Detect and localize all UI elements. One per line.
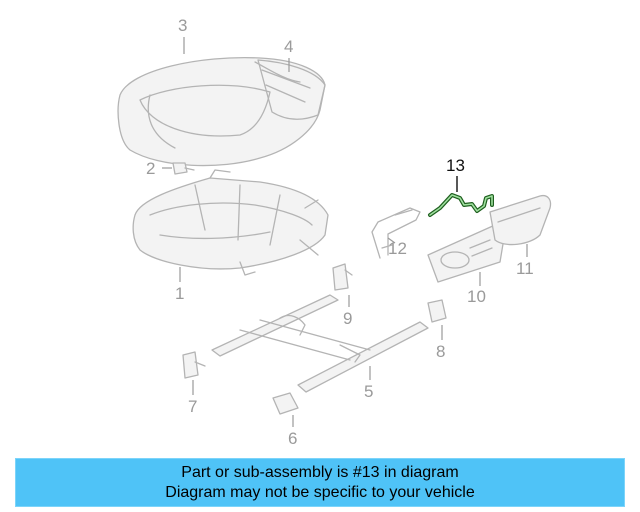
callout-5: 5 — [364, 382, 374, 401]
banner-line-part-number: Part or sub-assembly is #13 in diagram — [181, 463, 459, 481]
wire-part-12 — [371, 207, 421, 259]
callout-4: 4 — [284, 37, 294, 56]
seat-track-part-5 — [211, 294, 429, 393]
seat-cushion-cover-part-4 — [257, 59, 326, 120]
bracket-part-9 — [332, 263, 353, 291]
callout-10: 10 — [467, 287, 486, 306]
callout-1: 1 — [175, 284, 185, 303]
callout-11: 11 — [516, 259, 534, 278]
diagram-drawing — [117, 37, 552, 427]
leader-lines — [162, 37, 528, 427]
callout-12: 12 — [388, 239, 407, 258]
wiring-harness-part-13 — [428, 193, 494, 217]
callout-8: 8 — [436, 342, 446, 361]
cap-part-8 — [427, 299, 447, 323]
switch-panel-part-10 — [427, 224, 506, 283]
callout-13-highlighted: 13 — [446, 156, 465, 175]
callout-2: 2 — [146, 159, 156, 178]
info-banner: Part or sub-assembly is #13 in diagram D… — [15, 458, 625, 507]
callout-9: 9 — [343, 309, 353, 328]
clip-part-7 — [182, 351, 206, 379]
side-cover-part-11 — [489, 194, 552, 246]
callout-3: 3 — [178, 16, 188, 35]
banner-line-disclaimer: Diagram may not be specific to your vehi… — [165, 483, 475, 501]
seat-cushion-part-3 — [117, 56, 326, 167]
cap-part-6 — [272, 392, 299, 415]
seat-frame-part-1 — [132, 169, 329, 276]
callout-7: 7 — [188, 397, 198, 416]
callout-6: 6 — [288, 429, 298, 448]
bolt-part-2 — [172, 162, 195, 175]
